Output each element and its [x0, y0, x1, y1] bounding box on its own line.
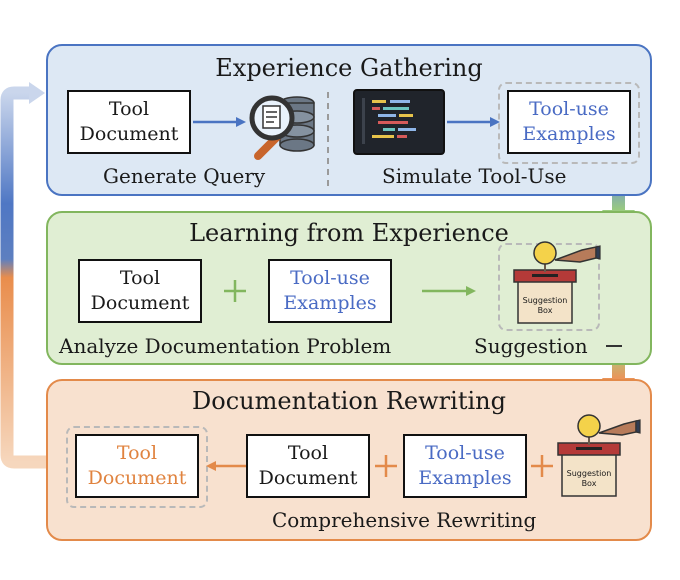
tool-use-examples-box: Tool-use Examples [507, 90, 631, 154]
rewriting-suggestion-box-label: Suggestion Box [566, 469, 612, 488]
learning-tool-use-examples-box: Tool-use Examples [268, 259, 392, 323]
comprehensive-rewriting-caption: Comprehensive Rewriting [272, 508, 537, 532]
rewriting-tool-document-box: Tool Document [246, 434, 370, 498]
learning-title: Learning from Experience [189, 219, 509, 247]
loop-back-arrow [0, 86, 46, 469]
generate-query-caption: Generate Query [103, 164, 266, 188]
examples-dashed-frame [498, 82, 640, 164]
rewriting-tool-use-examples-box: Tool-use Examples [403, 434, 527, 498]
learning-tool-document-box: Tool Document [78, 259, 202, 323]
learning-suggestion-box-label: Suggestion Box [522, 296, 568, 315]
rewriting-title: Documentation Rewriting [192, 387, 506, 415]
magnifier-icon [249, 95, 295, 160]
simulate-tool-use-caption: Simulate Tool-Use [382, 164, 567, 188]
suggestion-caption: Suggestion [474, 334, 588, 358]
analyze-documentation-caption: Analyze Documentation Problem [59, 334, 392, 358]
rewritten-tool-document-box: Tool Document [75, 434, 199, 498]
experience-gathering-title: Experience Gathering [215, 54, 483, 82]
tool-document-box: Tool Document [67, 90, 191, 154]
result-dashed-frame [66, 426, 208, 508]
loop-arrow-head [29, 82, 45, 104]
